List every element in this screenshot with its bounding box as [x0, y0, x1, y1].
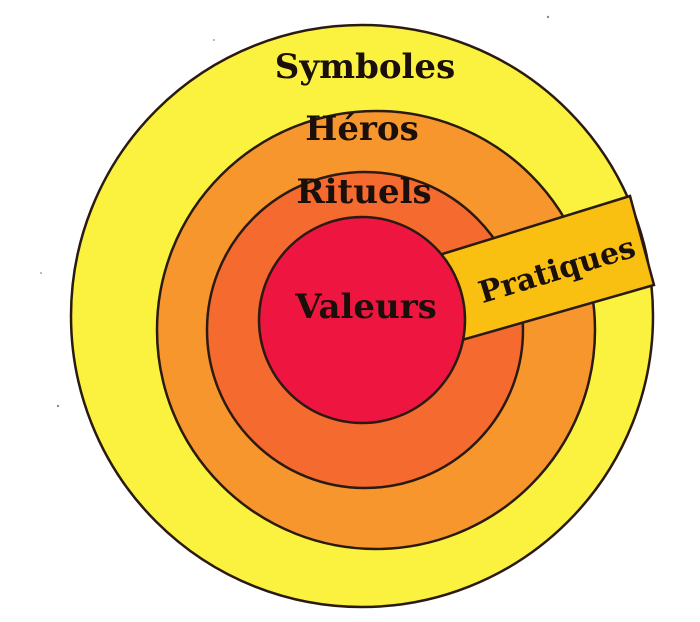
speck: [56, 404, 60, 408]
label-symboles: Symboles: [275, 47, 455, 87]
speck: [546, 15, 550, 19]
label-heros: Héros: [305, 109, 419, 149]
speck: [213, 39, 215, 41]
layer-valeurs: [257, 215, 467, 425]
speck: [40, 272, 42, 274]
label-rituels: Rituels: [296, 172, 431, 212]
label-valeurs: Valeurs: [294, 287, 437, 327]
